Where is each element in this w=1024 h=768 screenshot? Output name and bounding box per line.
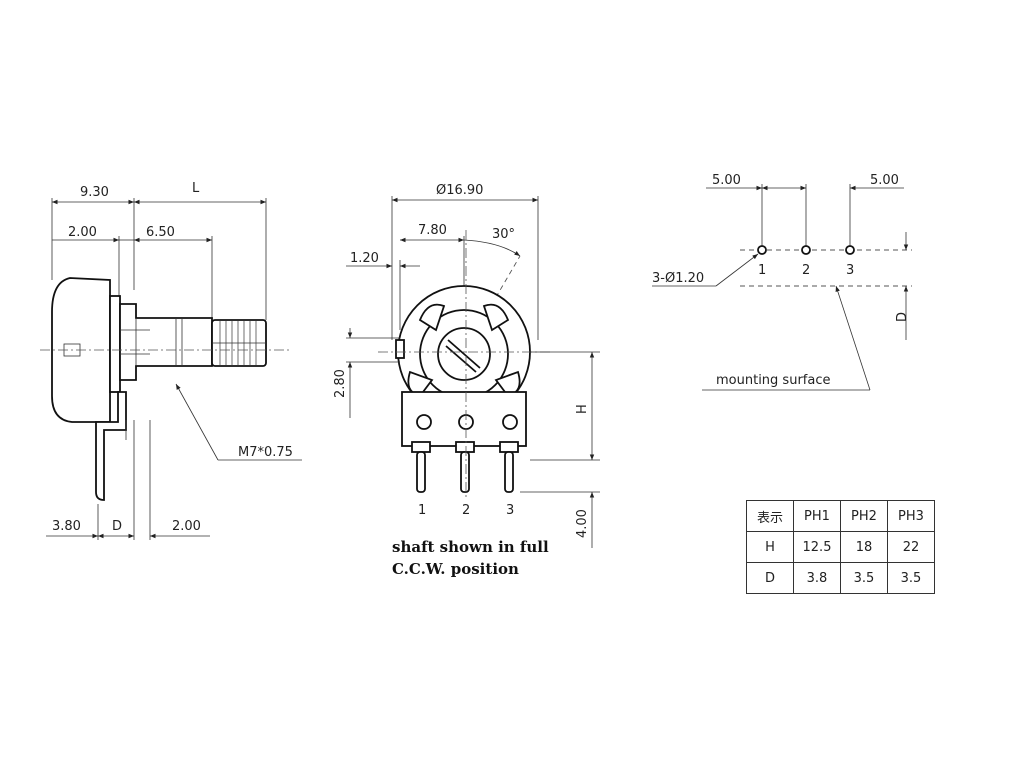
table-cell: 3.5 — [887, 562, 935, 594]
side-view: 9.30 L 2.00 6.50 M7*0.75 — [40, 181, 302, 540]
front-pin-3: 3 — [506, 503, 514, 518]
hole-label: 3-Ø1.20 — [652, 271, 704, 286]
pitch-right: 5.00 — [870, 173, 899, 188]
note-line-2: C.C.W. position — [392, 560, 519, 578]
table-row: D 3.8 3.5 3.5 — [746, 562, 935, 594]
fp-pin-3: 3 — [846, 263, 854, 278]
table-row: H 12.5 18 22 — [746, 531, 935, 563]
side-dim-2-00-bottom: 2.00 — [172, 519, 201, 534]
hole-2 — [801, 245, 811, 255]
hole-3 — [845, 245, 855, 255]
side-dim-9-30: 9.30 — [80, 185, 109, 200]
table-cell: 表示 — [746, 500, 794, 532]
fp-pin-1: 1 — [758, 263, 766, 278]
housing-flange — [109, 295, 121, 393]
hole-1 — [757, 245, 767, 255]
spec-table: 表示 PH1 PH2 PH3 H 12.5 18 22 D 3.8 3.5 3.… — [746, 500, 935, 594]
side-dim-6-50: 6.50 — [146, 225, 175, 240]
table-cell: 22 — [887, 531, 935, 563]
front-angle: 30° — [492, 227, 515, 242]
note-line-1: shaft shown in full — [392, 538, 549, 556]
table-cell: PH1 — [793, 500, 841, 532]
side-dim-d: D — [112, 519, 122, 534]
bushing — [119, 303, 213, 381]
pin-3 — [504, 451, 514, 493]
front-dim-7-80: 7.80 — [418, 223, 447, 238]
mounting-label: mounting surface — [716, 373, 830, 388]
side-dim-l: L — [192, 181, 200, 196]
table-cell: PH2 — [840, 500, 888, 532]
fp-pin-2: 2 — [802, 263, 810, 278]
table-cell: 12.5 — [793, 531, 841, 563]
pitch-left: 5.00 — [712, 173, 741, 188]
pin-1 — [416, 451, 426, 493]
thread-label: M7*0.75 — [238, 445, 293, 460]
fp-dim-d: D — [895, 312, 910, 322]
side-dim-2-00-top: 2.00 — [68, 225, 97, 240]
front-dim-4-00: 4.00 — [575, 509, 590, 538]
front-dim-1-20: 1.20 — [350, 251, 379, 266]
front-pin-2: 2 — [462, 503, 470, 518]
footprint-view: 5.00 5.00 1 2 3 3-Ø1.20 D mounting surfa… — [652, 173, 912, 391]
table-cell: 18 — [840, 531, 888, 563]
mounting-bracket — [95, 391, 127, 501]
pin-2 — [460, 451, 470, 493]
front-pin-1: 1 — [418, 503, 426, 518]
front-dim-h: H — [575, 404, 590, 414]
table-cell: 3.8 — [793, 562, 841, 594]
table-cell: 3.5 — [840, 562, 888, 594]
table-row: 表示 PH1 PH2 PH3 — [746, 500, 935, 532]
table-cell: H — [746, 531, 794, 563]
table-cell: PH3 — [887, 500, 935, 532]
table-cell: D — [746, 562, 794, 594]
front-diameter: Ø16.90 — [436, 183, 483, 198]
front-dim-2-80: 2.80 — [333, 369, 348, 398]
side-dim-3-80: 3.80 — [52, 519, 81, 534]
front-view: Ø16.90 7.80 30° 1.20 — [333, 183, 600, 578]
